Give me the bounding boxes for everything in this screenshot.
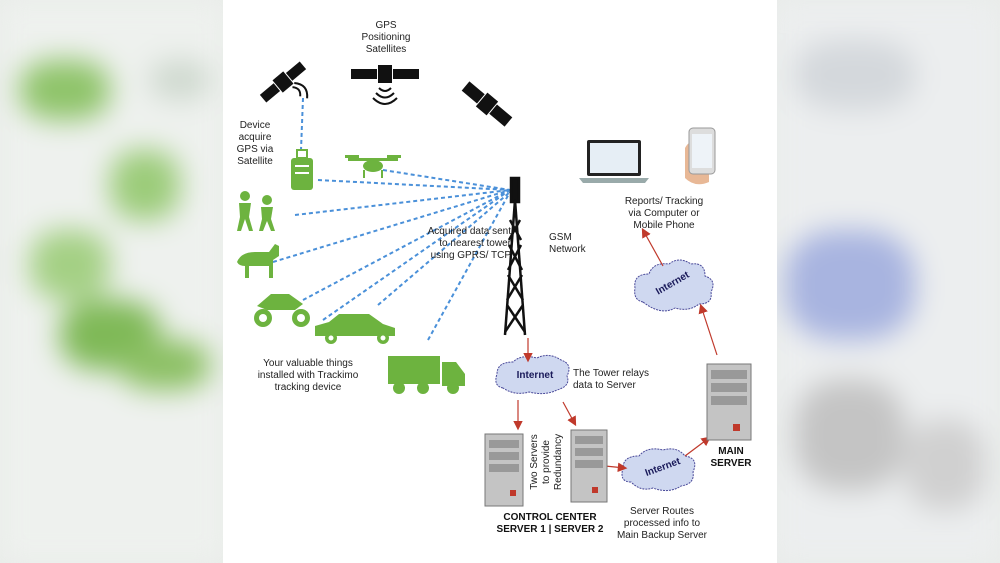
internet-cloud-tower — [495, 354, 570, 395]
diagram-canvas: Internet Internet Internet GPS Positioni… — [223, 0, 777, 563]
main-server-label: MAIN SERVER — [710, 446, 752, 469]
phone-in-hand-icon — [685, 127, 716, 185]
gsm-network-label: GSM Network — [549, 232, 586, 255]
drone-icon — [345, 155, 401, 178]
truck-icon — [388, 356, 465, 394]
diagram-svg — [237, 61, 752, 507]
blurred-background-left — [0, 0, 225, 563]
main-server-icon — [706, 363, 752, 441]
satellite-icon-right — [461, 81, 513, 127]
gps-satellites-label: GPS Positioning Satellites — [361, 20, 411, 55]
suitcase-icon — [291, 149, 313, 190]
server-routes-label: Server Routes processed info to Main Bac… — [616, 506, 708, 541]
gsm-tower-icon — [503, 176, 527, 336]
blurred-background-right — [775, 0, 1000, 563]
hikers-icon — [237, 191, 275, 231]
satellite-icon-center — [351, 65, 419, 105]
gps-links — [272, 97, 511, 341]
dog-icon — [237, 244, 279, 278]
internet-cloud-backup — [621, 448, 696, 492]
tower-relays-label: The Tower relays data to Server — [573, 368, 649, 391]
reports-tracking-label: Reports/ Tracking via Computer or Mobile… — [624, 196, 704, 231]
server-2-icon — [570, 429, 608, 503]
satellite-icon-left — [259, 61, 309, 103]
data-flow-arrows — [513, 227, 718, 473]
car-icon — [315, 314, 395, 344]
motorcycle-icon — [254, 294, 310, 327]
internet-cloud-top — [634, 259, 714, 312]
device-acquire-label: Device acquire GPS via Satellite — [236, 120, 274, 167]
server-1-icon — [484, 433, 524, 507]
acquired-data-label: Acquired data sent to nearest tower usin… — [427, 226, 511, 261]
laptop-icon — [579, 140, 649, 183]
two-servers-label: Two Servers to provide Redundancy — [529, 433, 564, 491]
control-center-label: CONTROL CENTER SERVER 1 | SERVER 2 — [496, 512, 604, 535]
internet-label-tower: Internet — [516, 370, 554, 381]
valuable-things-label: Your valuable things installed with Trac… — [257, 358, 359, 393]
